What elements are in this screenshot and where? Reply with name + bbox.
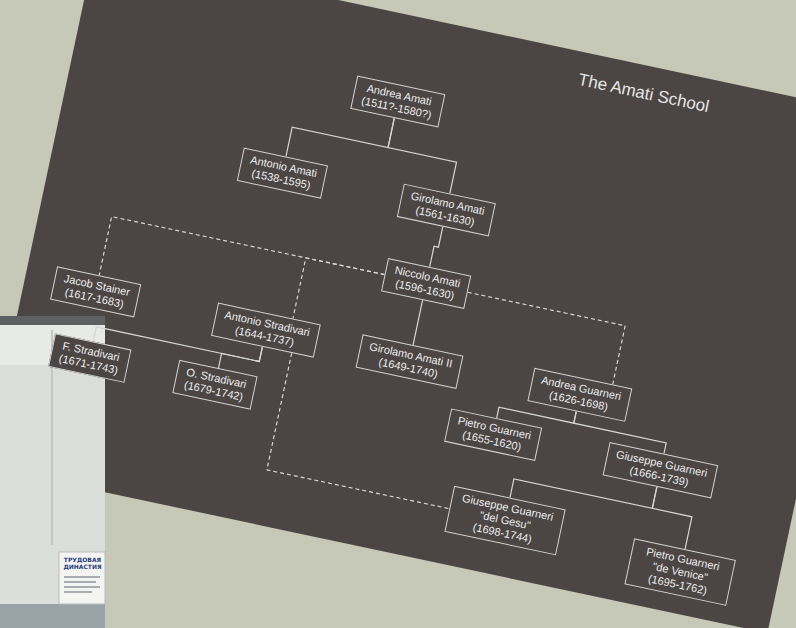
maker-box: Pietro Guarneri(1655-1620) (444, 408, 542, 461)
lineage-line (645, 487, 696, 549)
maker-box: Andrea Guarneri(1626-1698) (527, 368, 632, 422)
slide-title: The Amati School (576, 70, 710, 117)
maker-box: Giuseppe Guarneri(1666-1739) (603, 442, 719, 498)
maker-box: Antonio Stradivari(1644-1737) (211, 303, 321, 358)
maker-box: Jacob Stainer(1617-1683) (50, 266, 141, 317)
maker-box: Girolamo Amati II(1649-1740) (356, 334, 464, 389)
poster (59, 552, 105, 604)
lineage-line (381, 118, 462, 193)
maker-box: Niccolo Amati(1596-1630) (381, 258, 471, 309)
maker-box: Girolamo Amati(1561-1630) (397, 184, 496, 237)
poster-line (64, 576, 100, 578)
poster-line (64, 591, 92, 593)
poster-line (64, 581, 96, 583)
poster-line (64, 586, 100, 588)
photo-floor (0, 604, 105, 628)
lineage-line (413, 300, 423, 345)
photo-ceiling (0, 316, 105, 325)
maker-box: Pietro Guarneri "de Venice"(1695-1762) (624, 538, 735, 606)
maker-box: F. Stradivari(1671-1743) (48, 333, 131, 382)
lineage-line (430, 226, 443, 268)
maker-box: Antonio Amati(1538-1595) (237, 148, 328, 199)
maker-box: Giuseppe Guarneri "del Gesu"(1698-1744) (444, 486, 565, 556)
poster-heading: ТРУДОВАЯ ДИНАСТИЯ (62, 556, 103, 570)
maker-box: Andrea Amati(1511?-1580?) (350, 76, 445, 128)
maker-box: O. Stradivari(1679-1742) (172, 360, 257, 410)
